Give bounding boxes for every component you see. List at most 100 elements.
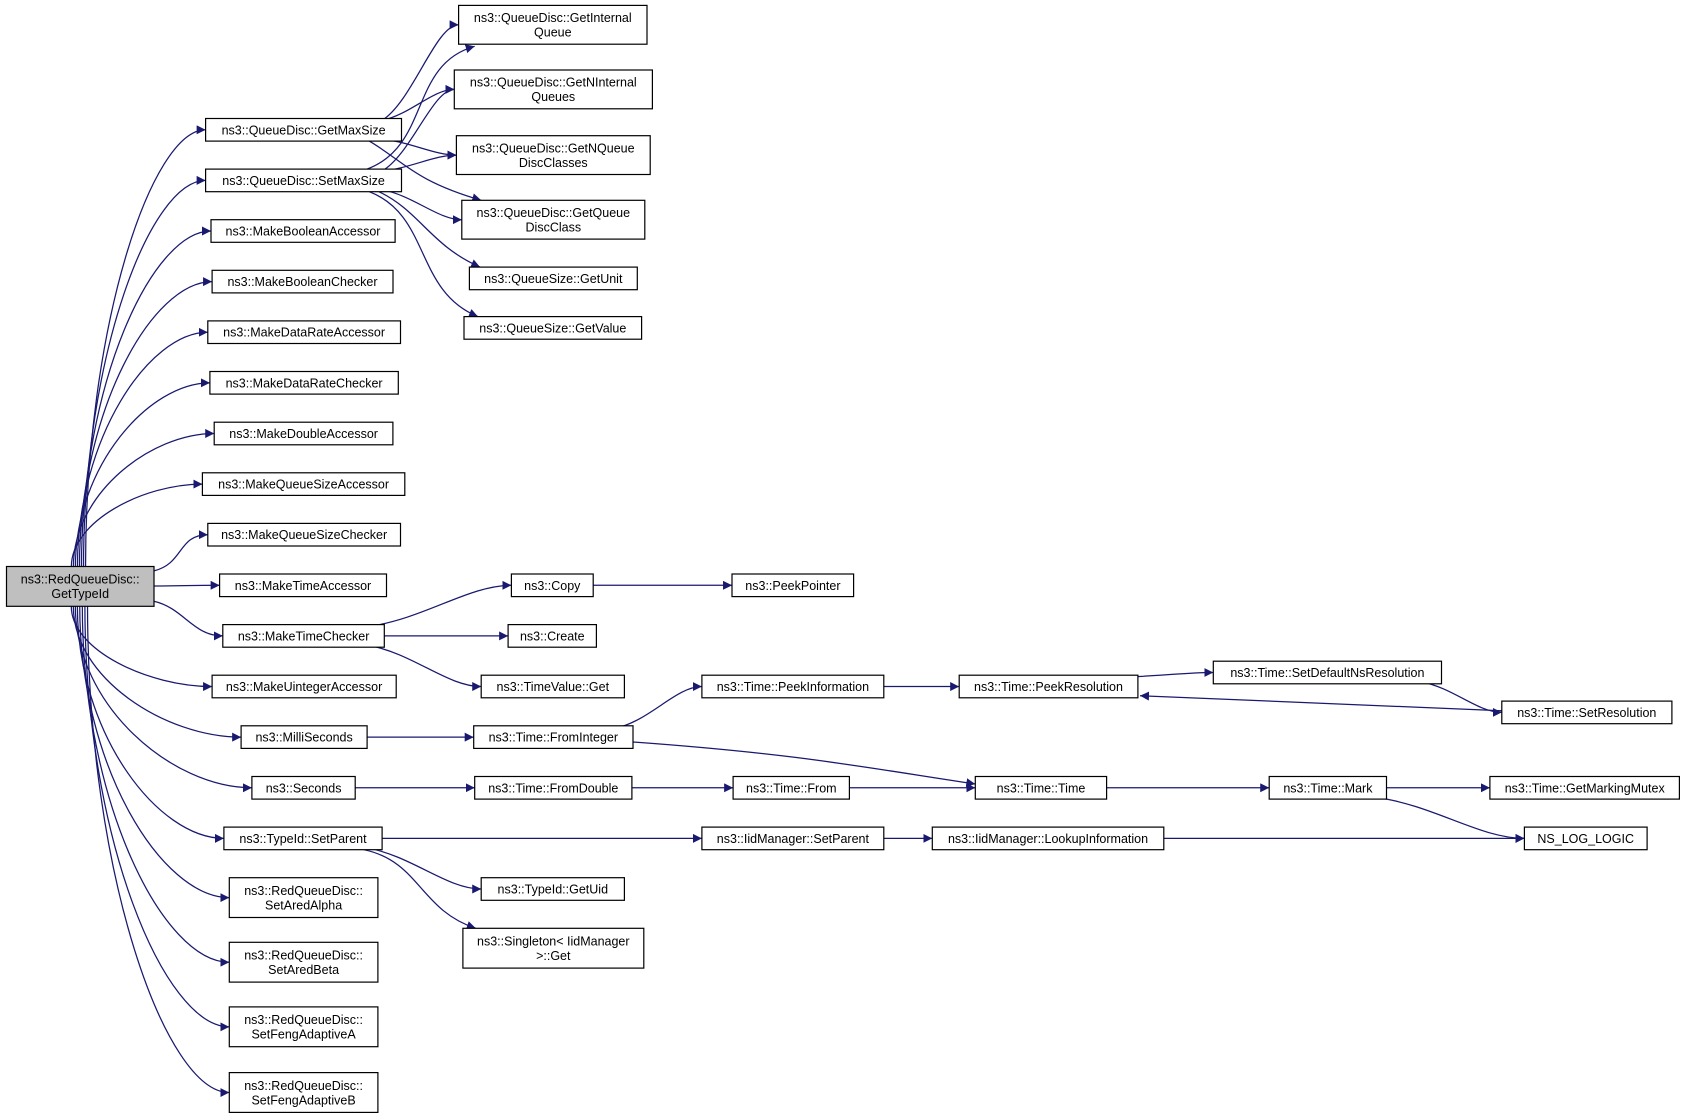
node-setAredAlpha[interactable]: ns3::RedQueueDisc::SetAredAlpha (228, 877, 379, 919)
edge-arrow (76, 327, 208, 567)
call-edge-root-to-makeBoolAcc (80, 226, 212, 567)
call-edge-root-to-setFengA (84, 606, 230, 1032)
call-edge-root-to-makeDRAcc (76, 327, 208, 567)
node-fromInteger[interactable]: ns3::Time::FromInteger (473, 725, 634, 749)
node-nsLogLogic[interactable]: NS_LOG_LOGIC (1523, 826, 1648, 851)
call-edge-setMaxSize-to-getInternalQueue (366, 44, 475, 170)
node-label: DiscClass (526, 220, 582, 234)
node-box (701, 674, 885, 699)
node-label: ns3::IidManager::SetParent (717, 832, 870, 846)
node-box (701, 826, 885, 851)
node-label: ns3::QueueDisc::GetNInternal (470, 76, 637, 90)
edge-arrow (1374, 796, 1525, 843)
node-setMaxSize[interactable]: ns3::QueueDisc::SetMaxSize (205, 168, 403, 193)
node-seconds[interactable]: ns3::Seconds (251, 775, 356, 800)
edge-arrow (381, 189, 462, 225)
edge-arrow (74, 378, 210, 567)
node-milliSeconds[interactable]: ns3::MilliSeconds (240, 725, 368, 749)
node-peekResolution[interactable]: ns3::Time::PeekResolution (958, 674, 1139, 699)
node-label: ns3::QueueDisc::GetNQueue (472, 141, 635, 155)
node-typeIdGetUid[interactable]: ns3::TypeId::GetUid (480, 877, 626, 901)
edge-arrow (70, 479, 203, 567)
node-box (205, 168, 403, 193)
node-setAredBeta[interactable]: ns3::RedQueueDisc::SetAredBeta (228, 941, 379, 983)
node-label: Queues (531, 90, 575, 104)
node-setDefaultNsRes[interactable]: ns3::Time::SetDefaultNsResolution (1212, 660, 1443, 685)
edge-arrow (80, 226, 212, 567)
node-box (207, 320, 402, 345)
node-box (205, 117, 403, 142)
edge-arrow (368, 644, 482, 692)
node-makeQSAcc[interactable]: ns3::MakeQueueSizeAccessor (201, 472, 406, 496)
edge-arrow (81, 606, 230, 967)
node-fromDouble[interactable]: ns3::Time::FromDouble (474, 775, 633, 800)
node-makeQSChk[interactable]: ns3::MakeQueueSizeChecker (207, 522, 402, 547)
node-iidLookup[interactable]: ns3::IidManager::LookupInformation (931, 826, 1165, 851)
node-qsGetValue[interactable]: ns3::QueueSize::GetValue (463, 316, 643, 340)
node-box (1268, 775, 1388, 800)
node-box (1489, 775, 1681, 800)
edge-arrow (381, 84, 455, 172)
node-label: ns3::Time::Time (997, 781, 1086, 795)
node-label: ns3::MakeDataRateAccessor (223, 326, 385, 340)
edge-arrow (368, 140, 482, 203)
call-edge-root-to-makeQSChk (153, 530, 208, 572)
node-makeBoolAcc[interactable]: ns3::MakeBooleanAccessor (210, 219, 396, 243)
node-copy[interactable]: ns3::Copy (510, 573, 594, 598)
node-label: ns3::MakeQueueSizeChecker (221, 528, 387, 542)
node-label: ns3::Time::GetMarkingMutex (1505, 781, 1666, 795)
node-label: ns3::MakeTimeAccessor (235, 579, 371, 593)
edge-arrow (366, 44, 475, 170)
node-qsGetUnit[interactable]: ns3::QueueSize::GetUnit (468, 266, 638, 291)
node-label: DiscClasses (519, 156, 588, 170)
edge-arrow (76, 606, 224, 843)
node-makeDRChk[interactable]: ns3::MakeDataRateChecker (209, 370, 399, 395)
node-typeIdSetParent[interactable]: ns3::TypeId::SetParent (223, 826, 383, 851)
node-getMarkingMutex[interactable]: ns3::Time::GetMarkingMutex (1489, 775, 1681, 800)
node-makeDblAcc[interactable]: ns3::MakeDoubleAccessor (213, 421, 394, 446)
node-makeTimeChk[interactable]: ns3::MakeTimeChecker (222, 623, 385, 648)
node-label: ns3::TypeId::GetUid (498, 883, 609, 897)
node-makeBoolChk[interactable]: ns3::MakeBooleanChecker (211, 269, 394, 294)
node-label: ns3::Time::Mark (1283, 781, 1373, 795)
node-create[interactable]: ns3::Create (507, 623, 598, 648)
node-setFengA[interactable]: ns3::RedQueueDisc::SetFengAdaptiveA (228, 1006, 379, 1048)
node-makeUintAcc[interactable]: ns3::MakeUintegerAccessor (211, 674, 397, 699)
node-label: ns3::Time::From (746, 781, 837, 795)
node-box (510, 573, 594, 598)
node-makeDRAcc[interactable]: ns3::MakeDataRateAccessor (207, 320, 402, 345)
node-peekPointer[interactable]: ns3::PeekPointer (731, 573, 855, 598)
node-label: ns3::Seconds (266, 781, 342, 795)
node-box (1212, 660, 1443, 685)
edge-arrow (70, 606, 213, 692)
node-box (458, 4, 648, 45)
node-label: ns3::MilliSeconds (255, 731, 352, 745)
node-root[interactable]: ns3::RedQueueDisc::GetTypeId (5, 565, 155, 607)
node-label: SetFengAdaptiveB (251, 1093, 355, 1107)
node-getMaxSize[interactable]: ns3::QueueDisc::GetMaxSize (205, 117, 403, 142)
call-edge-setMaxSize-to-getQueueDiscClass (381, 189, 462, 225)
node-box (461, 199, 646, 240)
node-singletonGet[interactable]: ns3::Singleton< IidManager>::Get (462, 927, 645, 969)
node-iidSetParent[interactable]: ns3::IidManager::SetParent (701, 826, 885, 851)
node-label: ns3::QueueDisc::SetMaxSize (222, 174, 385, 188)
node-box (222, 623, 385, 648)
node-box (228, 877, 379, 919)
node-timeValueGet[interactable]: ns3::TimeValue::Get (480, 674, 626, 699)
node-timeTime[interactable]: ns3::Time::Time (974, 775, 1108, 800)
node-timeMark[interactable]: ns3::Time::Mark (1268, 775, 1388, 800)
call-edge-makeTimeChk-to-timeValueGet (368, 644, 482, 692)
node-label: ns3::QueueDisc::GetInternal (474, 11, 632, 25)
node-setFengB[interactable]: ns3::RedQueueDisc::SetFengAdaptiveB (228, 1071, 379, 1113)
node-setResolution[interactable]: ns3::Time::SetResolution (1501, 700, 1673, 725)
node-timeFrom[interactable]: ns3::Time::From (732, 775, 850, 800)
node-peekInformation[interactable]: ns3::Time::PeekInformation (701, 674, 885, 699)
call-edge-root-to-setAredBeta (81, 606, 230, 967)
edge-arrow (369, 191, 479, 318)
node-label: ns3::MakeTimeChecker (238, 629, 370, 643)
node-makeTimeAcc[interactable]: ns3::MakeTimeAccessor (219, 573, 388, 598)
